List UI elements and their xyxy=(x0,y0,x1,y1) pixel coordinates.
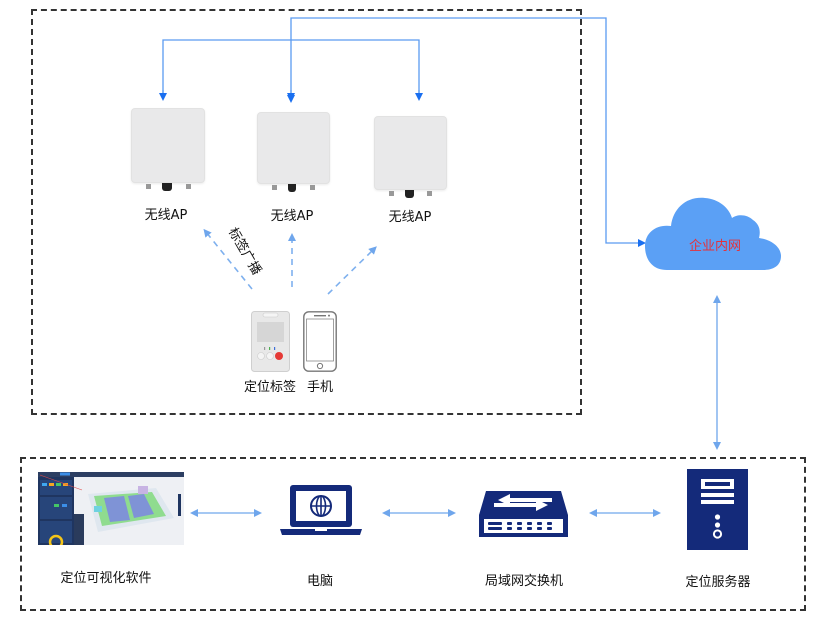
software-screenshot xyxy=(38,472,184,545)
access-point-2-label: 无线AP xyxy=(270,209,314,224)
wireless-zone-group xyxy=(31,9,582,415)
switch-icon[interactable] xyxy=(478,489,569,537)
positioning-server-label: 定位服务器 xyxy=(685,575,751,590)
laptop-label: 电脑 xyxy=(306,574,333,589)
access-point-1-label: 无线AP xyxy=(144,208,188,223)
server-zone-group xyxy=(20,457,806,611)
smartphone-icon[interactable] xyxy=(303,311,337,372)
broadcast-arrow-right xyxy=(327,246,377,295)
broadcast-arrow-left xyxy=(203,228,253,290)
access-point-2[interactable] xyxy=(257,112,330,192)
ap-distribution-line xyxy=(162,39,420,98)
lan-switch-label: 局域网交换机 xyxy=(484,574,563,589)
cloud-icon xyxy=(645,197,781,270)
cloud-label: 企业内网 xyxy=(689,239,742,254)
laptop-icon[interactable] xyxy=(279,484,363,536)
enterprise-intranet-cloud[interactable]: 企业内网 xyxy=(645,194,781,272)
positioning-software-screenshot[interactable] xyxy=(38,472,184,545)
smartphone-label: 手机 xyxy=(306,380,333,395)
server-icon[interactable] xyxy=(687,469,748,550)
positioning-software-label: 定位可视化软件 xyxy=(60,571,152,586)
access-point-1[interactable] xyxy=(131,108,205,191)
locator-tag-label: 定位标签 xyxy=(243,380,296,395)
access-point-3-label: 无线AP xyxy=(388,210,432,225)
uplink-line xyxy=(290,17,646,247)
locator-tag-icon[interactable] xyxy=(251,311,290,372)
access-point-3[interactable] xyxy=(374,116,447,198)
